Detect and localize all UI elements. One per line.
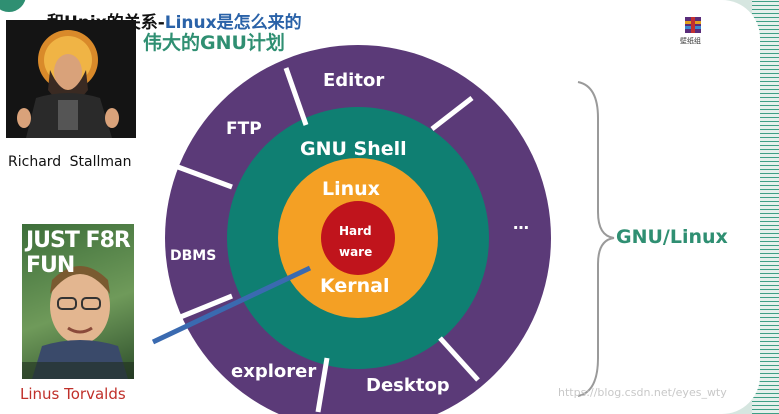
title-highlight: Linux是怎么来的	[164, 13, 302, 33]
brace-label-gnu-linux: GNU/Linux	[616, 226, 728, 248]
caption-linus-torvalds: Linus Torvalds	[20, 385, 126, 403]
caption-richard-stallman: Richard Stallman	[8, 154, 132, 170]
book-title: JUST F8R FUN	[26, 228, 131, 278]
outer-label-explorer: explorer	[231, 361, 317, 382]
watermark-url: https://blog.csdn.net/eyes_wty	[558, 386, 727, 399]
book-cover-just-for-fun: JUST F8R FUN	[22, 224, 134, 379]
outer-ring-dividers	[177, 67, 480, 413]
core-label-hard: Hard	[339, 224, 372, 238]
slide-subtitle: 伟大的GNU计划	[143, 32, 285, 54]
pointer-line	[151, 265, 312, 345]
inner-label-linux: Linux	[322, 178, 380, 200]
outer-label-editor: Editor	[323, 70, 385, 91]
brace-icon	[577, 81, 615, 397]
outer-label-more: …	[513, 214, 529, 233]
outer-label-dbms: DBMS	[170, 248, 217, 264]
stallman-portrait-icon	[6, 20, 136, 138]
corner-icon-label: 壁纸组	[680, 37, 701, 45]
outer-label-ftp: FTP	[226, 119, 262, 139]
photo-richard-stallman	[6, 20, 136, 138]
outer-label-desktop: Desktop	[366, 375, 450, 396]
gnu-linux-diagram	[151, 45, 615, 414]
torvalds-portrait-icon	[22, 266, 134, 379]
middle-label-gnu-shell: GNU Shell	[300, 138, 407, 160]
core-circle	[321, 201, 395, 275]
core-label-ware: ware	[339, 245, 373, 259]
slide: …和Unix的关系-Linux是怎么来的 伟大的GNU计划 壁纸组 Richar…	[0, 0, 760, 414]
inner-label-kernal: Kernal	[320, 275, 390, 297]
archive-icon	[685, 17, 701, 33]
